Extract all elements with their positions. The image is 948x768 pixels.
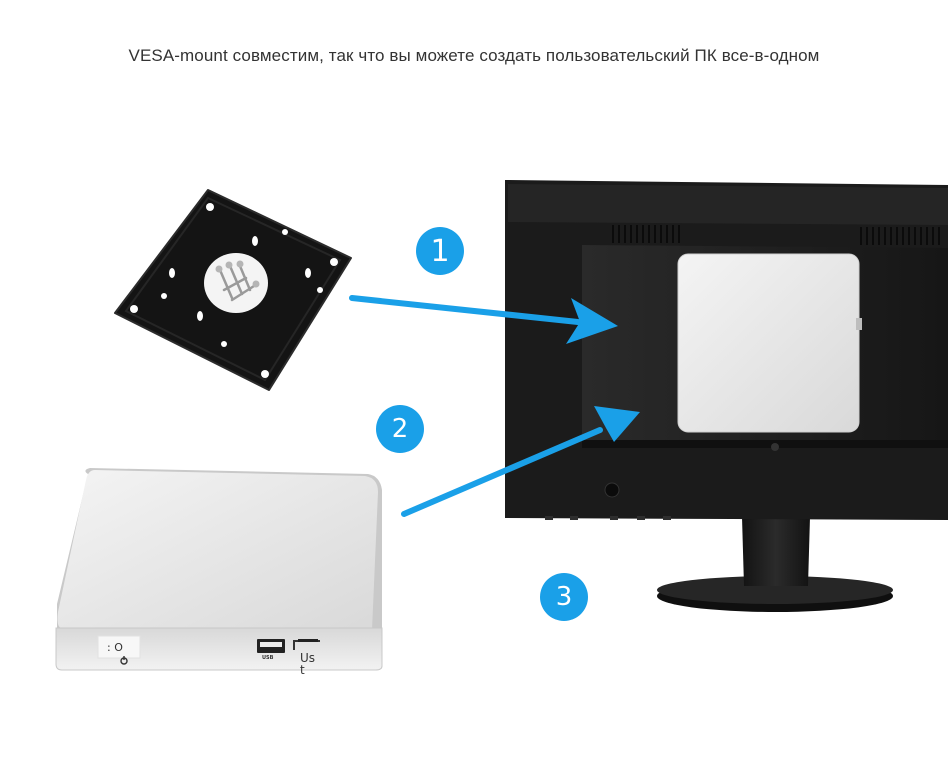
card-slot (293, 639, 320, 650)
vesa-bracket (114, 189, 352, 391)
headline: VESA-mount совместим, так что вы можете … (128, 46, 820, 65)
monitor-button (604, 482, 620, 498)
port-label-line1: Us (300, 651, 316, 665)
screws (218, 264, 256, 302)
mounted-mini-pc (677, 253, 862, 433)
usb-port (257, 639, 285, 653)
arrow-2 (401, 406, 640, 517)
mini-pc (55, 468, 383, 671)
power-icon (120, 656, 128, 665)
step-badge-1: 1 (416, 227, 464, 275)
power-button-panel (97, 635, 141, 659)
usb-port-label: USB (262, 655, 274, 661)
arrow-1 (349, 295, 618, 344)
step-badge-2: 2 (376, 405, 424, 453)
power-label: : O (107, 641, 123, 654)
port-label-line2: t (300, 663, 305, 677)
step-badge-3: 3 (540, 573, 588, 621)
